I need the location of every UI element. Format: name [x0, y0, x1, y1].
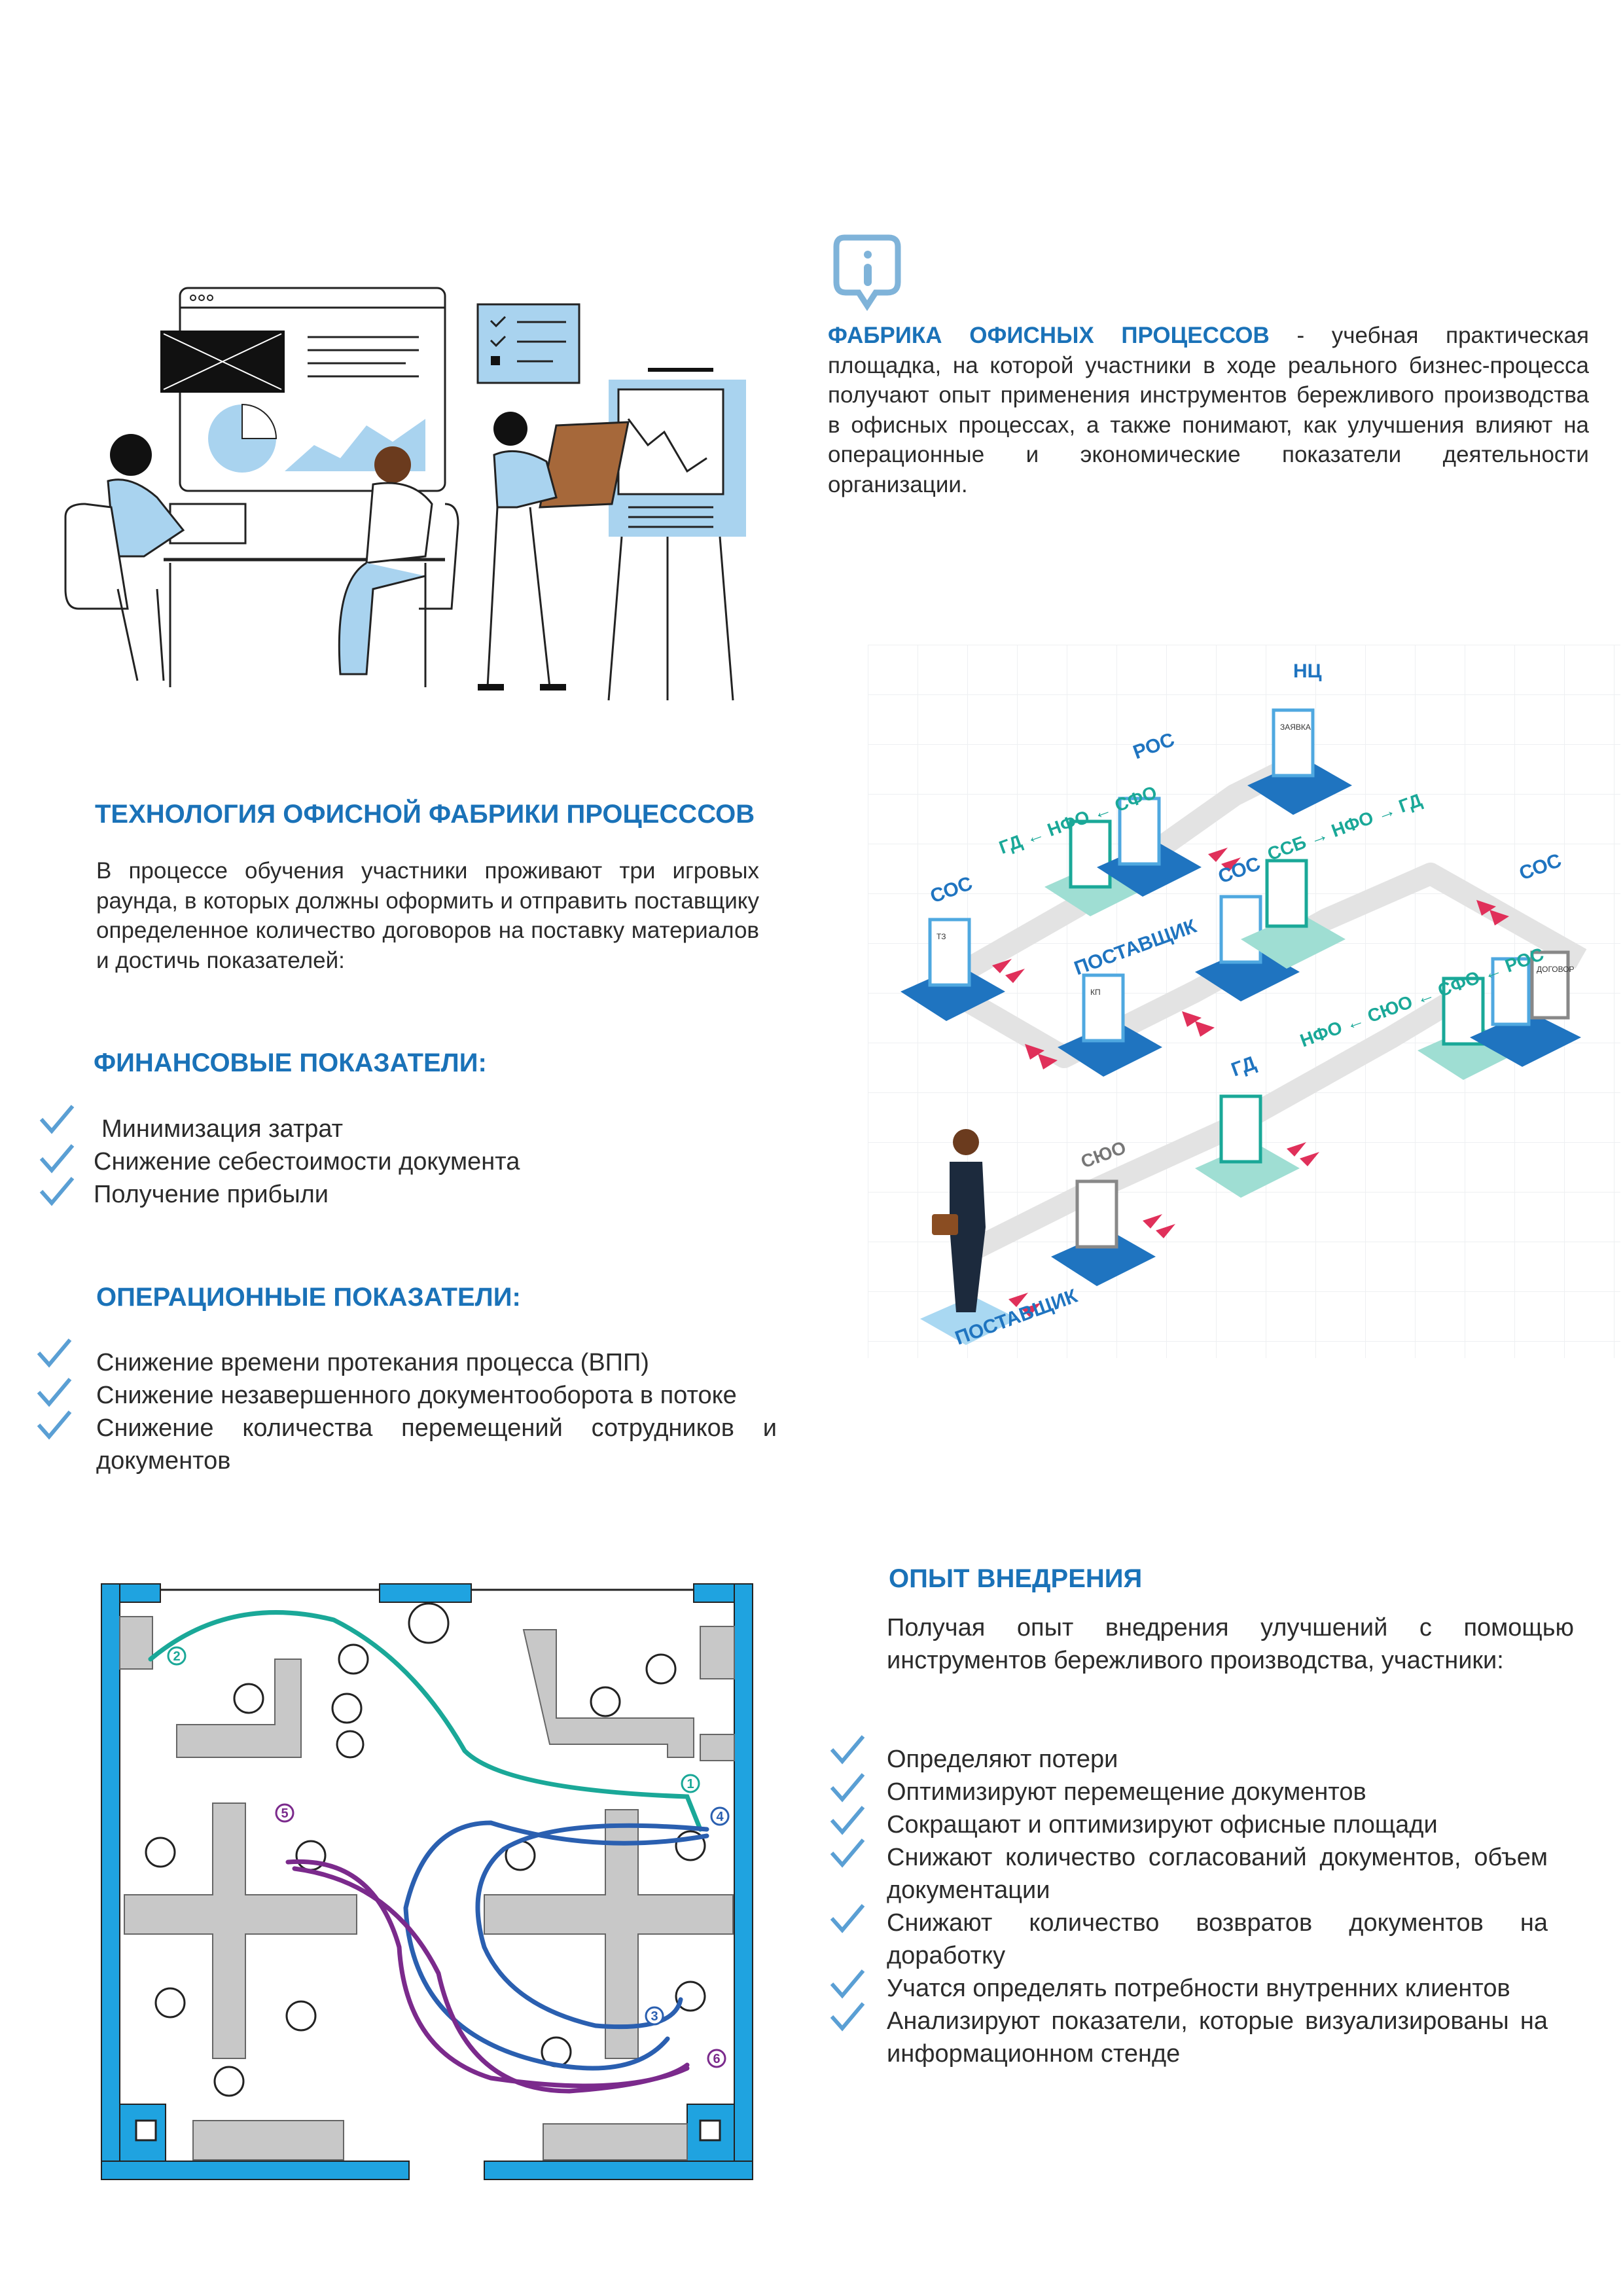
check-icon — [37, 1378, 72, 1407]
label-nc: НЦ — [1293, 660, 1322, 682]
list-item: Снижение незавершенного документооборота… — [37, 1378, 777, 1412]
office-floor-plan: 2 1 4 3 5 6 — [98, 1581, 756, 2186]
list-item: Сокращают и оптимизируют офисные площади — [830, 1806, 1548, 1841]
check-icon — [39, 1144, 75, 1174]
list-item: Снижение себестоимости документа — [39, 1144, 781, 1178]
financial-heading: ФИНАНСОВЫЕ ПОКАЗАТЕЛИ: — [94, 1049, 487, 1077]
doc-tz: ТЗ — [936, 932, 946, 941]
supplier-figure — [932, 1129, 986, 1312]
doc-kp: КП — [1090, 988, 1101, 997]
check-icon — [830, 1969, 865, 1999]
doc-dogovor: ДОГОВОР — [1537, 965, 1575, 974]
flow-arrows — [992, 848, 1509, 1317]
intro-title: ФАБРИКА ОФИСНЫХ ПРОЦЕССОВ — [828, 323, 1270, 348]
operational-list: Снижение времени протекания процесса (ВП… — [37, 1338, 777, 1477]
operational-heading: ОПЕРАЦИОННЫЕ ПОКАЗАТЕЛИ: — [96, 1283, 521, 1312]
route-marker-6: 6 — [713, 2052, 720, 2066]
experience-text: Получая опыт внедрения улучшений с помощ… — [887, 1614, 1574, 1674]
list-item: Определяют потери — [830, 1735, 1548, 1776]
list-item: Снижение времени протекания процесса (ВП… — [37, 1338, 777, 1379]
financial-list: Минимизация затрат Снижение себестоимост… — [39, 1105, 781, 1211]
check-icon — [39, 1105, 75, 1134]
list-item: Оптимизируют перемещение документов — [830, 1773, 1548, 1808]
doc-zayavka: ЗАЯВКА — [1280, 723, 1311, 732]
list-item: Снижают количество согласований документ… — [830, 1839, 1548, 1907]
process-flow-diagram: НЦ РОС СОС ПОСТАВЩИК СОС СОС ГД ПОСТАВЩИ… — [868, 645, 1620, 1358]
list-item: Минимизация затрат — [39, 1105, 781, 1145]
stations — [901, 708, 1581, 1345]
list-item: Учатся определять потребности внутренних… — [830, 1969, 1548, 2005]
route-marker-2: 2 — [173, 1649, 180, 1664]
check-icon — [830, 1773, 865, 1803]
technology-text: В процессе обучения участники проживают … — [96, 858, 759, 973]
info-icon — [833, 234, 901, 311]
list-item: Анализируют показатели, которые визуализ… — [830, 2002, 1548, 2070]
route-marker-1: 1 — [687, 1777, 694, 1791]
check-icon — [37, 1410, 72, 1440]
check-icon — [830, 1904, 865, 1933]
technology-heading: ТЕХНОЛОГИЯ ОФИСНОЙ ФАБРИКИ ПРОЦЕСССОВ — [95, 800, 755, 829]
check-icon — [830, 1806, 865, 1835]
check-icon — [830, 2002, 865, 2032]
list-item: Получение прибыли — [39, 1177, 781, 1211]
experience-heading: ОПЫТ ВНЕДРЕНИЯ — [889, 1564, 1143, 1593]
list-item: Снижают количество возвратов документов … — [830, 1904, 1548, 1972]
intro-text: - учебная практическая площадка, на кото… — [828, 323, 1589, 497]
check-icon — [39, 1177, 75, 1206]
route-marker-3: 3 — [651, 2009, 658, 2024]
experience-list: Определяют потери Оптимизируют перемещен… — [830, 1735, 1548, 2070]
meeting-illustration — [64, 287, 746, 701]
list-item: Снижение количества перемещений сотрудни… — [37, 1410, 777, 1477]
check-icon — [37, 1338, 72, 1368]
check-icon — [830, 1839, 865, 1868]
intro-paragraph: ФАБРИКА ОФИСНЫХ ПРОЦЕССОВ - учебная прак… — [828, 321, 1589, 499]
check-icon — [830, 1735, 865, 1765]
route-marker-4: 4 — [716, 1810, 724, 1824]
route-marker-5: 5 — [281, 1806, 288, 1821]
